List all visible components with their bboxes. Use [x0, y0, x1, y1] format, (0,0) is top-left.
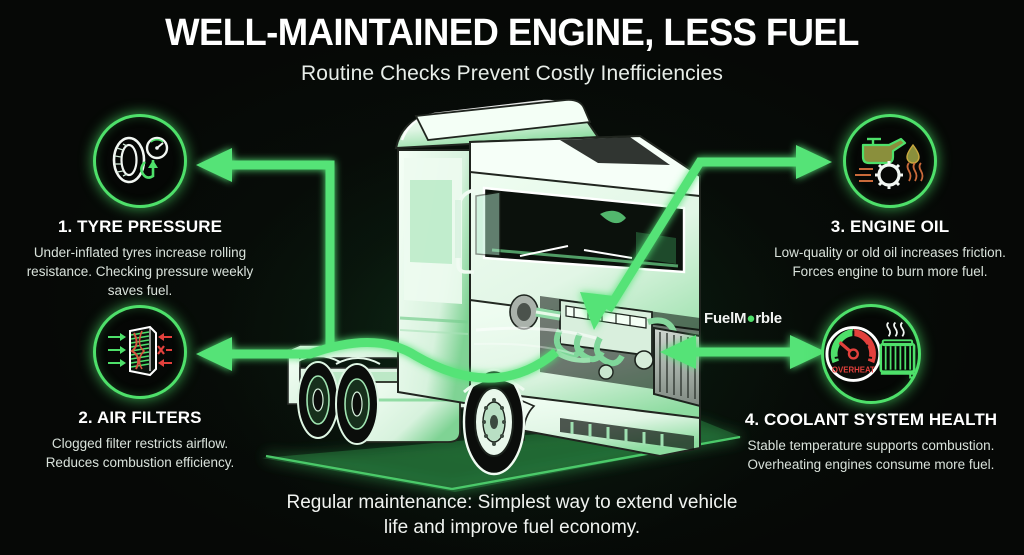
card-body: Stable temperature supports combustion. …: [747, 438, 995, 473]
card-title: 4. COOLANT SYSTEM HEALTH: [744, 410, 998, 429]
footer-caption: Regular maintenance: Simplest way to ext…: [0, 490, 1024, 541]
card-body: Clogged filter restricts airflow. Reduce…: [45, 436, 235, 471]
caption-line-1: Regular maintenance: Simplest way to ext…: [286, 491, 738, 513]
watermark-prefix: FuelM: [704, 310, 747, 327]
icon-wrap: [24, 303, 256, 401]
arrow-to-air-filters: [196, 337, 559, 383]
arrow-to-tyre-pressure: [196, 148, 335, 348]
card-tyre-pressure: 1. TYRE PRESSURE Under-inflated tyres in…: [24, 112, 256, 300]
header: WELL-MAINTAINED ENGINE, LESS FUEL Routin…: [0, 12, 1024, 86]
card-body: Low-quality or old oil increases frictio…: [774, 245, 1006, 280]
temperature-gauge-radiator-icon: OVERHEAT: [821, 304, 921, 404]
overheat-label: OVERHEAT: [832, 366, 875, 375]
card-air-filters: 2. AIR FILTERS Clogged filter restricts …: [24, 303, 256, 472]
rear-wheels: [295, 355, 381, 445]
card-title: 1. TYRE PRESSURE: [57, 217, 223, 236]
watermark-dot: ●: [746, 310, 756, 327]
fuelmarble-watermark: FuelM●rble: [704, 310, 782, 327]
card-title: 2. AIR FILTERS: [78, 408, 202, 427]
card-coolant-system-health: OVERHEAT: [726, 304, 1016, 474]
page-title: WELL-MAINTAINED ENGINE, LESS FUEL: [165, 12, 859, 54]
card-title: 3. ENGINE OIL: [830, 217, 950, 236]
card-engine-oil: 3. ENGINE OIL Low-quality or old oil inc…: [774, 112, 1006, 281]
icon-wrap: [774, 112, 1006, 210]
front-wheel: [462, 368, 526, 476]
icon-wrap: [24, 112, 256, 210]
icon-wrap: OVERHEAT: [726, 304, 1016, 404]
arrow-coolant: [660, 335, 826, 369]
arrow-engine-oil: [580, 145, 832, 330]
caption-line-2: life and improve fuel economy.: [383, 517, 641, 539]
card-body: Under-inflated tyres increase rolling re…: [26, 245, 254, 299]
air-filter-icon: [93, 305, 187, 399]
page-subtitle: Routine Checks Prevent Costly Inefficien…: [301, 61, 723, 85]
tyre-pressure-gauge-icon: [93, 114, 187, 208]
truck-illustration: [287, 99, 701, 476]
watermark-suffix: rble: [755, 310, 782, 327]
oil-can-gear-icon: [843, 114, 937, 208]
